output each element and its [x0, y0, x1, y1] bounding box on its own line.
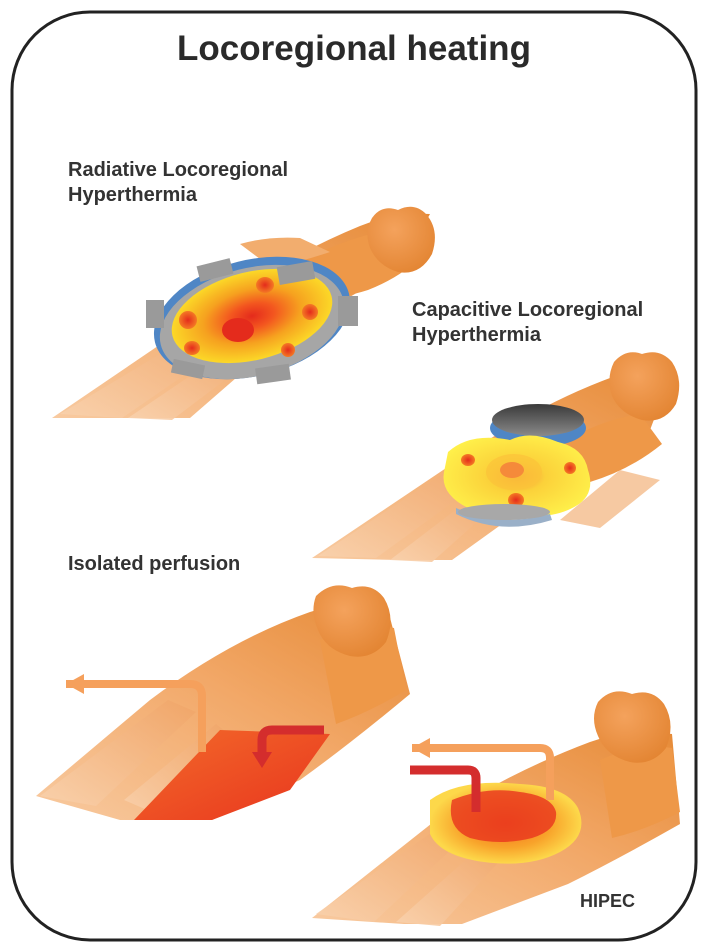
isolated-perfusion-label: Isolated perfusion: [68, 552, 240, 577]
capacitive-hyperthermia-label: Capacitive Locoregional Hyperthermia: [412, 298, 643, 349]
capacitive-label-line1: Capacitive Locoregional: [412, 298, 643, 323]
capacitive-label-line2: Hyperthermia: [412, 323, 643, 348]
hipec-label: HIPEC: [580, 890, 635, 913]
radiative-label-line1: Radiative Locoregional: [68, 158, 288, 183]
radiative-label-line2: Hyperthermia: [68, 183, 288, 208]
radiative-hyperthermia-label: Radiative Locoregional Hyperthermia: [68, 158, 288, 209]
diagram-title: Locoregional heating: [0, 27, 708, 71]
